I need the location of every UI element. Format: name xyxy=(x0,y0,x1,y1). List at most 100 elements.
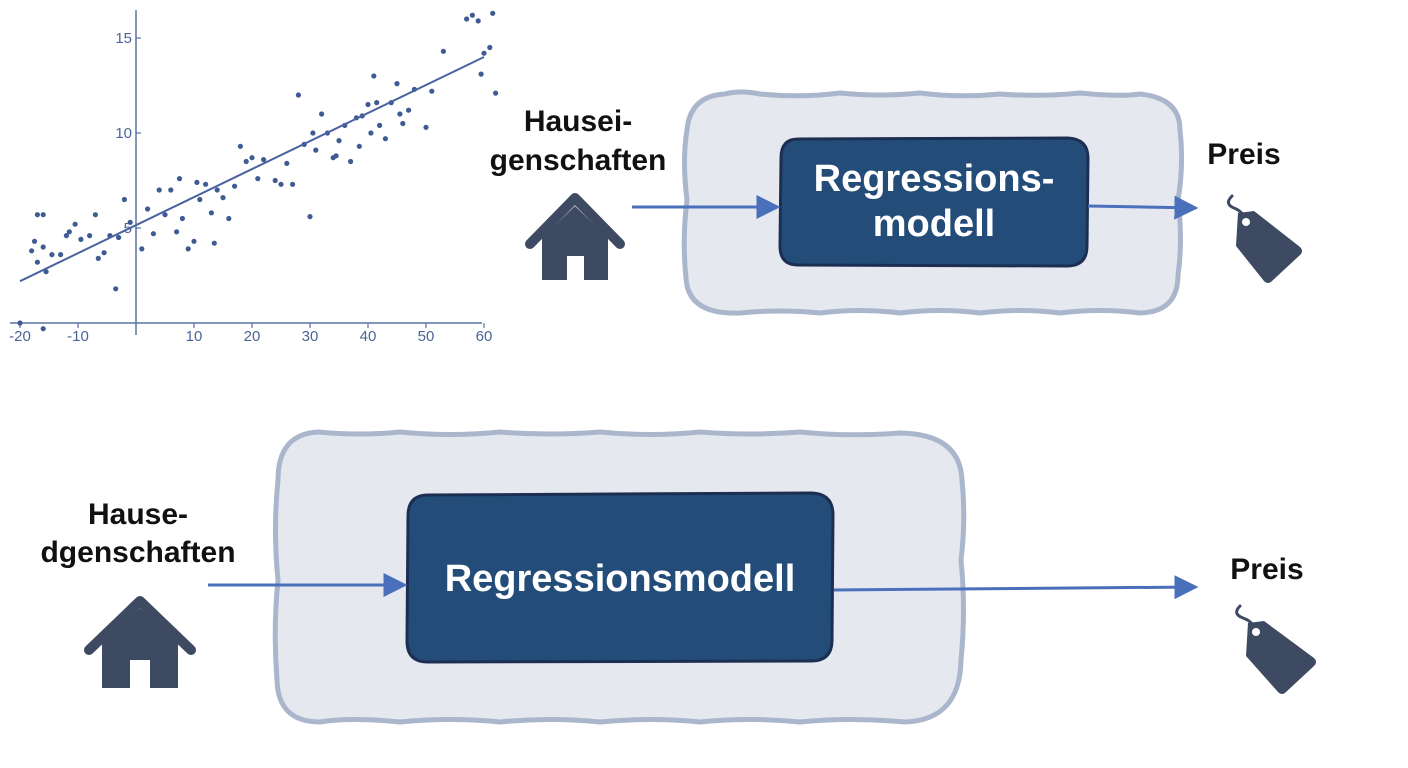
scatter-point xyxy=(356,143,362,149)
scatter-point xyxy=(72,221,78,227)
scatter-point xyxy=(295,92,301,98)
scatter-point xyxy=(490,10,496,16)
y-tick-label: 10 xyxy=(115,125,132,142)
scatter-point xyxy=(423,124,429,130)
scatter-point xyxy=(203,181,209,187)
scatter-point xyxy=(162,212,168,218)
scatter-point xyxy=(150,231,156,237)
scatter-point xyxy=(116,234,122,241)
bottom-model-box xyxy=(405,491,835,664)
x-tick-label: 20 xyxy=(244,328,261,345)
scatter-point xyxy=(127,219,133,225)
scatter-point xyxy=(365,101,371,108)
top-output-arrow xyxy=(1087,195,1199,220)
scatter-point xyxy=(145,206,151,212)
top-input-label-line2: genschaften xyxy=(490,144,667,177)
scatter-point xyxy=(185,246,191,252)
bottom-price-tag-icon xyxy=(1235,604,1316,694)
scatter-point xyxy=(469,12,475,18)
scatter-point xyxy=(34,212,41,218)
scatter-point xyxy=(194,179,200,185)
scatter-point xyxy=(101,250,107,256)
scatter-point xyxy=(174,229,180,235)
scatter-point xyxy=(40,212,46,218)
scatter-point xyxy=(40,244,46,250)
x-tick-label: 10 xyxy=(186,328,203,345)
scatter-point xyxy=(191,238,197,244)
scatter-point xyxy=(290,181,296,187)
scatter-point xyxy=(394,81,400,87)
scatter-point xyxy=(176,176,183,182)
y-tick-label: 15 xyxy=(115,30,132,47)
scatter-point xyxy=(368,130,374,136)
scatter-point xyxy=(284,160,290,166)
bottom-output-arrow xyxy=(833,575,1199,600)
scatter-point xyxy=(29,248,35,254)
scatter-point xyxy=(397,111,403,117)
scatter-point xyxy=(31,238,38,244)
scatter-point xyxy=(310,130,316,136)
top-model-label-line1: Regressions- xyxy=(814,158,1055,200)
scatter-point xyxy=(156,187,162,193)
scatter-point xyxy=(113,286,119,292)
top-price-tag-icon xyxy=(1227,194,1302,283)
scatter-point xyxy=(66,229,72,235)
scatter-point xyxy=(168,187,174,193)
scatter-point xyxy=(487,44,493,51)
scatter-point xyxy=(307,214,313,220)
scatter-point xyxy=(211,240,217,246)
top-input-label-line1: Hausei- xyxy=(524,105,632,138)
regression-line xyxy=(19,56,485,283)
scatter-point xyxy=(63,233,69,239)
bottom-output-label: Preis xyxy=(1230,553,1303,586)
y-tick-group: 15105 xyxy=(115,30,141,237)
scatter-point xyxy=(208,210,214,216)
x-tick-label: 60 xyxy=(476,328,493,345)
scatter-point xyxy=(478,71,484,77)
scatter-point xyxy=(121,196,127,203)
top-model-label-line2: modell xyxy=(873,203,995,245)
top-model-box xyxy=(778,136,1090,268)
scatter-point xyxy=(78,236,84,242)
scatter-point xyxy=(243,158,249,165)
bottom-house-icon xyxy=(84,596,196,688)
bottom-input-label-line1: Hause- xyxy=(88,498,188,531)
scatter-point xyxy=(333,153,339,159)
bottom-model-label: Regressionsmodell xyxy=(445,558,796,600)
x-tick-label: -10 xyxy=(67,328,89,345)
scatter-point xyxy=(237,143,243,149)
top-house-icon xyxy=(525,193,625,280)
top-diagram: Hausei- genschaften Regressions- modell … xyxy=(490,89,1302,316)
scatter-point xyxy=(95,255,101,261)
scatter-point xyxy=(278,181,284,187)
scatter-point xyxy=(197,196,203,203)
scatter-point xyxy=(429,88,435,94)
scatter-point xyxy=(179,215,185,222)
scatter-point xyxy=(49,252,55,258)
scatter-point xyxy=(92,212,98,218)
scatter-point xyxy=(348,158,354,165)
scatter-point xyxy=(377,122,383,128)
scatter-point xyxy=(406,107,412,113)
scatter-point xyxy=(272,177,278,184)
scatter-point xyxy=(400,120,406,127)
scatter-point xyxy=(17,320,23,326)
scatter-point xyxy=(371,73,377,79)
scatter-points xyxy=(17,10,499,332)
scatter-point xyxy=(226,215,232,222)
scatter-point xyxy=(220,195,226,201)
scatter-point xyxy=(336,138,342,144)
bottom-diagram: Hause- dgenschaften Regressionsmodell Pr… xyxy=(40,429,1316,725)
x-tick-label: 50 xyxy=(418,328,435,345)
scatter-point xyxy=(313,147,319,153)
scatter-point xyxy=(374,100,380,106)
bottom-input-label-line2: dgenschaften xyxy=(40,536,235,569)
scatter-point xyxy=(249,155,255,161)
scatter-point xyxy=(139,246,145,252)
scatter-point xyxy=(464,16,470,22)
scatter-point xyxy=(493,90,499,96)
x-tick-label: 40 xyxy=(360,328,377,345)
x-tick-label: 30 xyxy=(302,328,319,345)
